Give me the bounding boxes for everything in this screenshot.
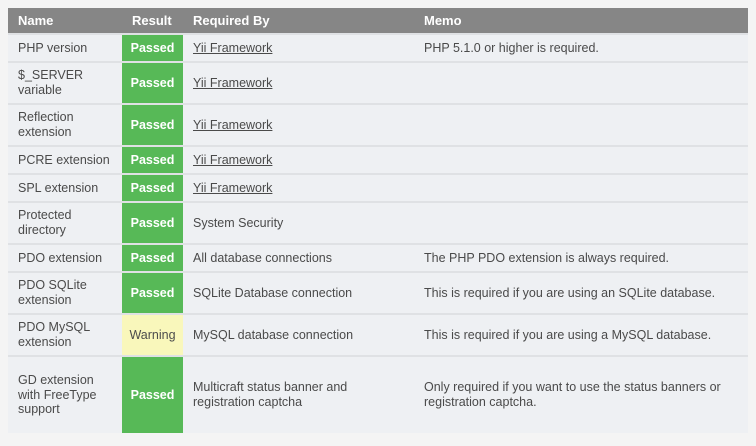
required-by-link[interactable]: Yii Framework — [193, 40, 273, 55]
table-row: PDO MySQL extension Warning MySQL databa… — [8, 313, 748, 356]
required-by-link[interactable]: Yii Framework — [193, 152, 273, 167]
table-row: PHP version Passed Yii Framework PHP 5.1… — [8, 33, 748, 62]
memo-cell — [414, 173, 748, 202]
required-by-cell: SQLite Database connection — [183, 271, 414, 314]
table-body: PHP version Passed Yii Framework PHP 5.1… — [8, 33, 748, 433]
result-badge: Passed — [122, 243, 183, 272]
required-by-cell: System Security — [183, 201, 414, 244]
table-row: Protected directory Passed System Securi… — [8, 201, 748, 244]
requirement-name: $_SERVER variable — [8, 61, 122, 104]
table-row: $_SERVER variable Passed Yii Framework — [8, 61, 748, 104]
header-row: Name Result Required By Memo — [8, 8, 748, 34]
required-by-cell: Yii Framework — [183, 145, 414, 174]
table-row: Reflection extension Passed Yii Framewor… — [8, 103, 748, 146]
result-badge: Passed — [122, 355, 183, 433]
column-header-name: Name — [8, 8, 122, 34]
result-badge: Passed — [122, 201, 183, 244]
table-row: PDO SQLite extension Passed SQLite Datab… — [8, 271, 748, 314]
required-by-cell: Yii Framework — [183, 103, 414, 146]
memo-cell: The PHP PDO extension is always required… — [414, 243, 748, 272]
required-by-cell: Yii Framework — [183, 61, 414, 104]
requirement-name: Reflection extension — [8, 103, 122, 146]
table-header: Name Result Required By Memo — [8, 8, 748, 34]
memo-cell — [414, 145, 748, 174]
requirement-name: PDO SQLite extension — [8, 271, 122, 314]
result-badge: Passed — [122, 173, 183, 202]
requirement-name: PDO extension — [8, 243, 122, 272]
result-badge: Passed — [122, 271, 183, 314]
requirement-name: Protected directory — [8, 201, 122, 244]
required-by-link[interactable]: Yii Framework — [193, 117, 273, 132]
memo-cell — [414, 103, 748, 146]
column-header-result: Result — [122, 8, 183, 34]
result-badge: Warning — [122, 313, 183, 356]
memo-cell — [414, 61, 748, 104]
result-badge: Passed — [122, 145, 183, 174]
required-by-cell: Yii Framework — [183, 33, 414, 62]
result-badge: Passed — [122, 61, 183, 104]
table-row: SPL extension Passed Yii Framework — [8, 173, 748, 202]
memo-cell: Only required if you want to use the sta… — [414, 355, 748, 433]
requirement-name: PHP version — [8, 33, 122, 62]
column-header-required-by: Required By — [183, 8, 414, 34]
table-row: GD extension with FreeType support Passe… — [8, 355, 748, 433]
required-by-cell: Yii Framework — [183, 173, 414, 202]
table-row: PCRE extension Passed Yii Framework — [8, 145, 748, 174]
requirements-table: Name Result Required By Memo PHP version… — [8, 8, 748, 433]
memo-cell: This is required if you are using an SQL… — [414, 271, 748, 314]
memo-cell: PHP 5.1.0 or higher is required. — [414, 33, 748, 62]
requirement-name: GD extension with FreeType support — [8, 355, 122, 433]
table-row: PDO extension Passed All database connec… — [8, 243, 748, 272]
requirement-name: SPL extension — [8, 173, 122, 202]
required-by-cell: MySQL database connection — [183, 313, 414, 356]
result-badge: Passed — [122, 103, 183, 146]
result-badge: Passed — [122, 33, 183, 62]
column-header-memo: Memo — [414, 8, 748, 34]
required-by-cell: All database connections — [183, 243, 414, 272]
required-by-link[interactable]: Yii Framework — [193, 180, 273, 195]
requirement-name: PDO MySQL extension — [8, 313, 122, 356]
memo-cell: This is required if you are using a MySQ… — [414, 313, 748, 356]
requirement-name: PCRE extension — [8, 145, 122, 174]
memo-cell — [414, 201, 748, 244]
required-by-link[interactable]: Yii Framework — [193, 75, 273, 90]
required-by-cell: Multicraft status banner and registratio… — [183, 355, 414, 433]
